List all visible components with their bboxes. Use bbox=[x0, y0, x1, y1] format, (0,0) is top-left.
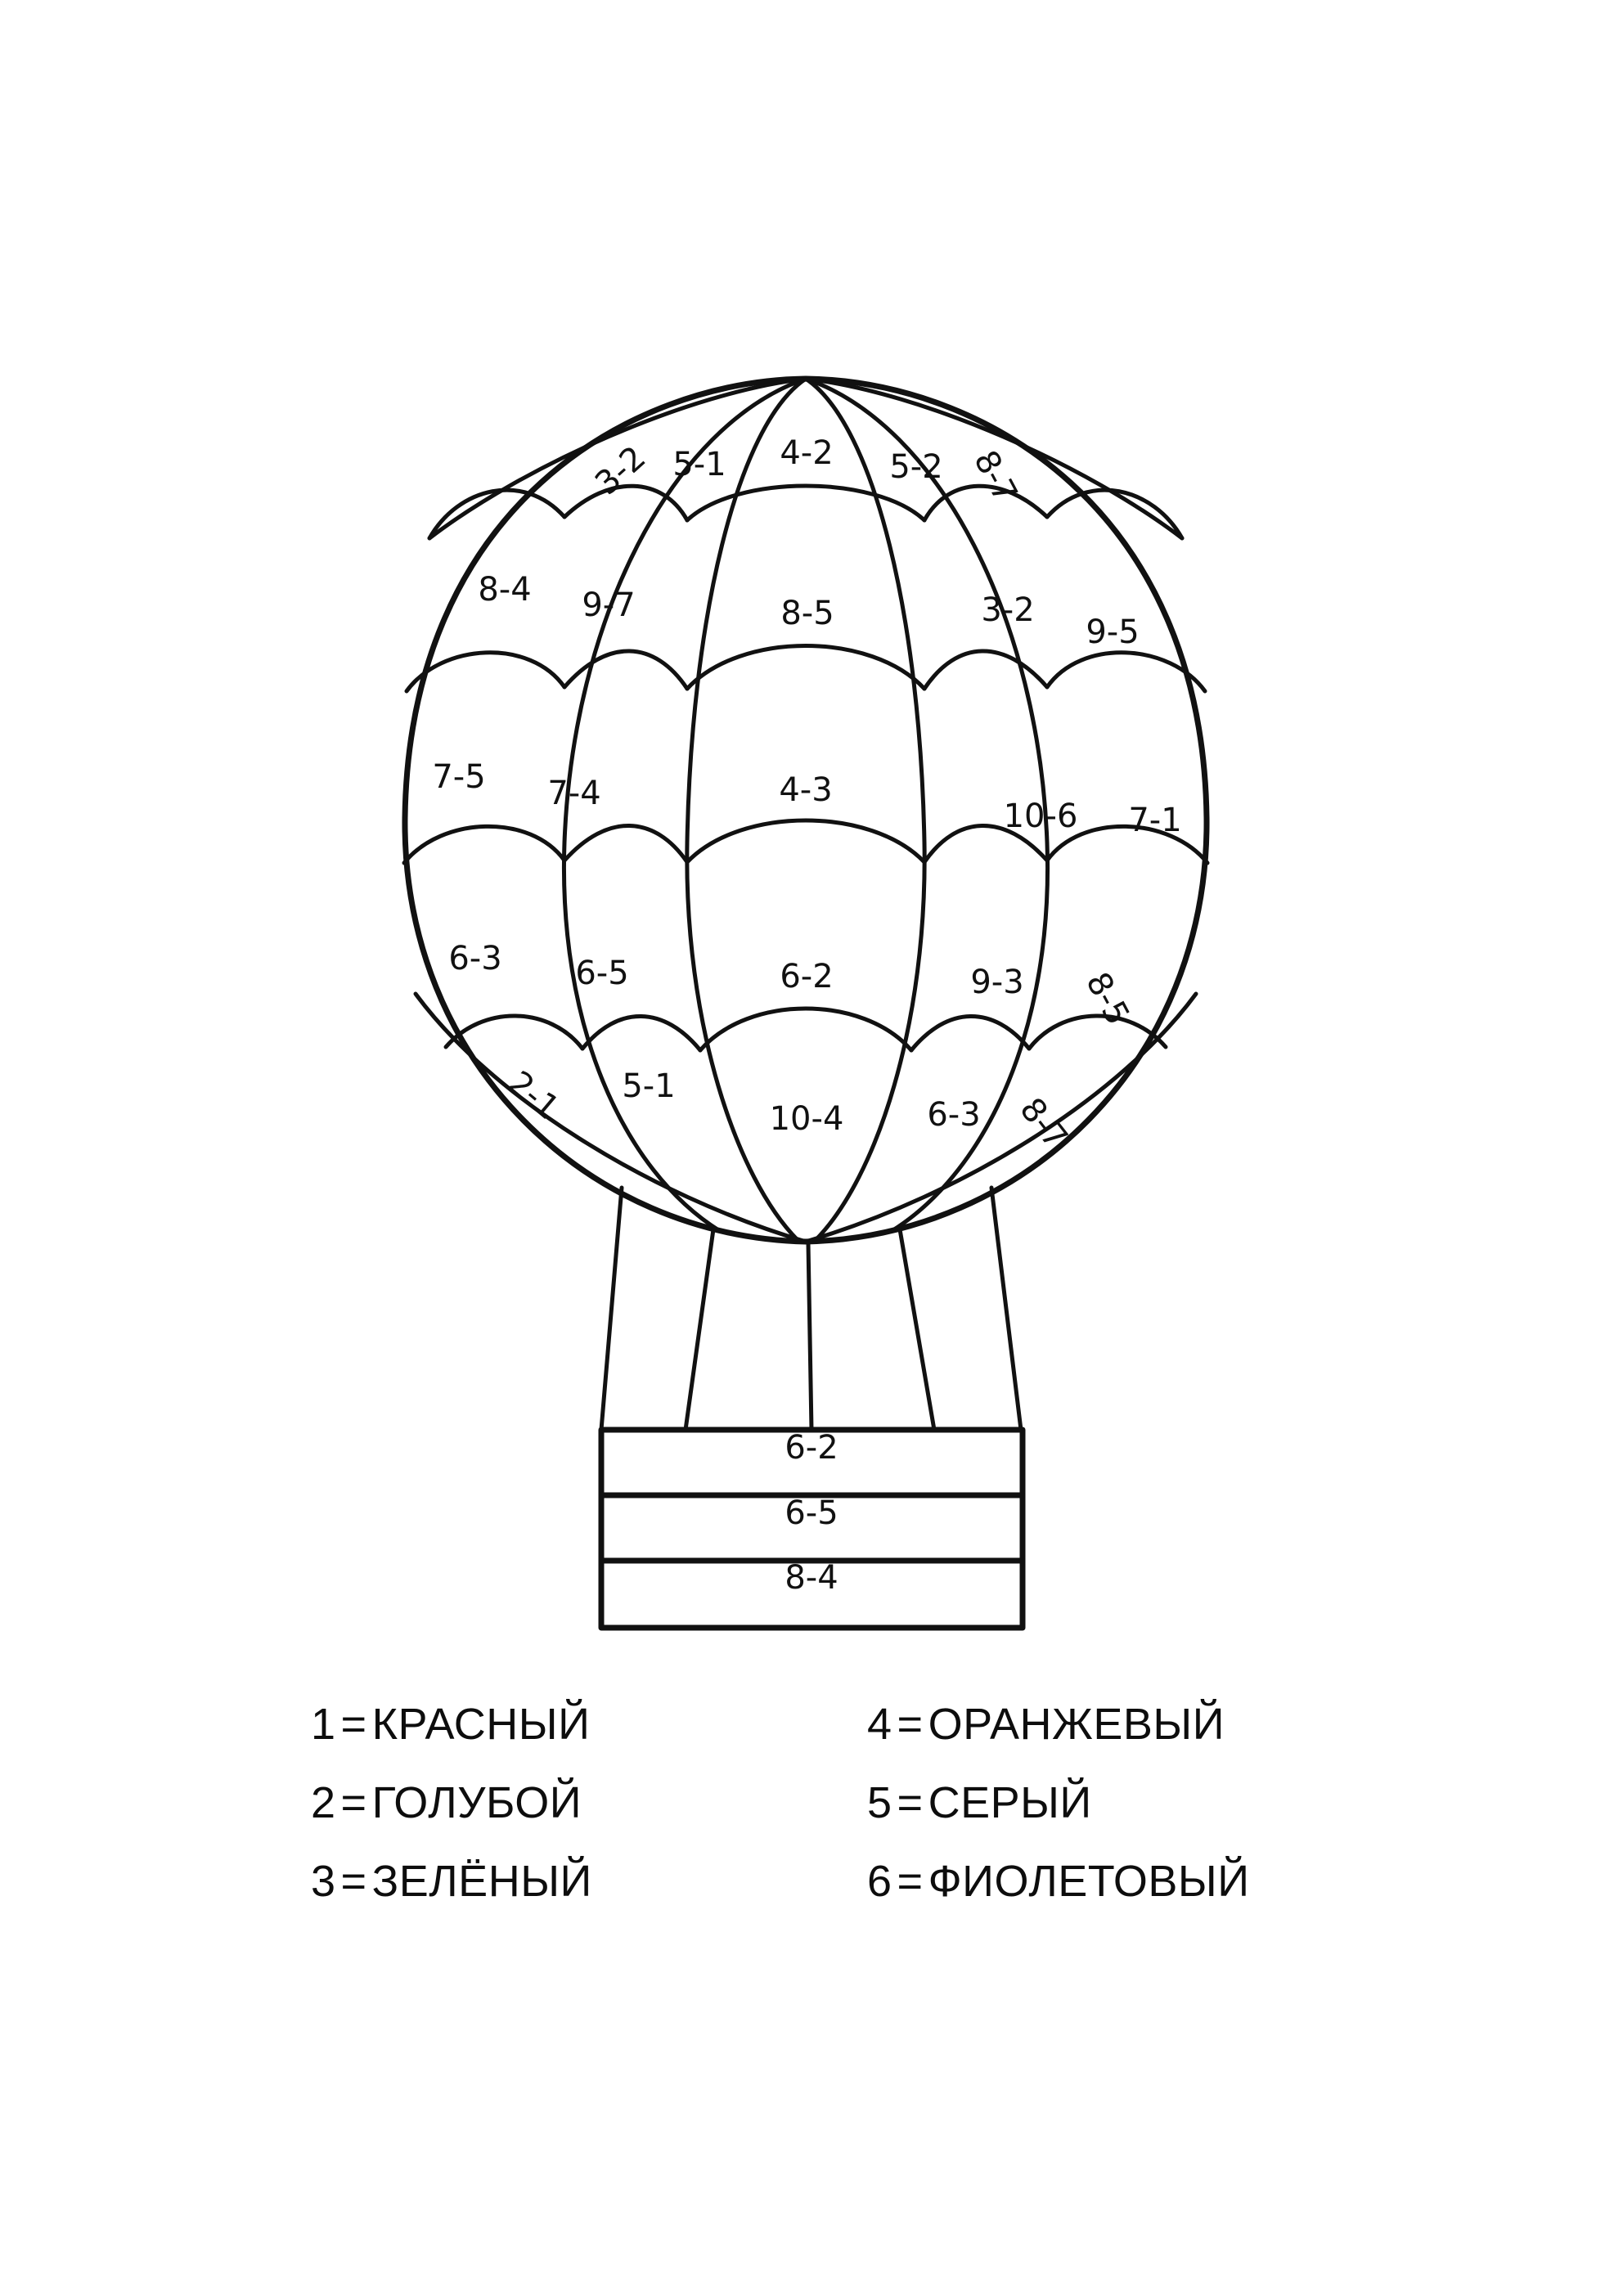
balloon-corner-seams bbox=[427, 376, 1185, 541]
legend-equals-sign: = bbox=[340, 1700, 367, 1749]
balloon-cell-r2c2: 9-7 bbox=[582, 586, 635, 624]
balloon-cell-r5c3: 10-4 bbox=[770, 1100, 844, 1138]
legend-item-6: 6=ФИОЛЕТОВЫЙ bbox=[867, 1856, 1342, 1907]
basket-cell-b2: 6-5 bbox=[785, 1494, 838, 1532]
balloon-cell-r5c1: 2-1 bbox=[501, 1064, 566, 1127]
balloon-cell-r1c4: 5-2 bbox=[889, 448, 942, 486]
balloon-cell-r3c5: 7-1 bbox=[1128, 802, 1181, 839]
balloon-cell-r4c4: 9-3 bbox=[970, 964, 1023, 1001]
legend-equals-sign: = bbox=[897, 1778, 924, 1827]
basket-cell-b3: 8-4 bbox=[785, 1559, 838, 1597]
legend-color-name: КРАСНЫЙ bbox=[371, 1700, 591, 1749]
legend-color-name: ОРАНЖЕВЫЙ bbox=[928, 1700, 1225, 1749]
balloon-gore-seams bbox=[561, 376, 1050, 1242]
legend-number: 4 bbox=[867, 1700, 892, 1749]
legend-number: 3 bbox=[311, 1857, 336, 1906]
legend-item-4: 4=ОРАНЖЕВЫЙ bbox=[867, 1699, 1342, 1750]
balloon-cell-r5c2: 5-1 bbox=[622, 1067, 675, 1105]
legend-equals-sign: = bbox=[340, 1857, 367, 1906]
legend-item-3: 3=ЗЕЛЁНЫЙ bbox=[311, 1856, 785, 1907]
balloon-cell-r1c3: 4-2 bbox=[780, 434, 833, 472]
basket-box bbox=[598, 1427, 1026, 1631]
balloon-ropes bbox=[599, 1185, 1023, 1432]
legend-color-name: ГОЛУБОЙ bbox=[371, 1778, 582, 1827]
balloon-cell-r2c3: 8-5 bbox=[780, 595, 834, 632]
legend-color-name: СЕРЫЙ bbox=[928, 1778, 1092, 1827]
legend-color-name: ЗЕЛЁНЫЙ bbox=[371, 1857, 592, 1906]
balloon-bottom-corner-seams bbox=[413, 991, 1198, 1244]
balloon-cell-r2c4: 3-2 bbox=[981, 591, 1034, 629]
balloon-cell-r1c5: 8-7 bbox=[966, 444, 1024, 509]
legend-number: 2 bbox=[311, 1778, 336, 1827]
legend-number: 5 bbox=[867, 1778, 892, 1827]
legend-item-1: 1=КРАСНЫЙ bbox=[311, 1699, 785, 1750]
balloon-cell-r3c2: 7-4 bbox=[547, 775, 600, 812]
legend-number: 1 bbox=[311, 1700, 336, 1749]
legend-item-5: 5=СЕРЫЙ bbox=[867, 1777, 1342, 1828]
basket-cell-b1: 6-2 bbox=[785, 1429, 838, 1467]
balloon-cell-r4c3: 6-2 bbox=[780, 958, 833, 995]
legend-color-name: ФИОЛЕТОВЫЙ bbox=[928, 1857, 1250, 1906]
balloon-band-arcs bbox=[402, 483, 1210, 1053]
legend-number: 6 bbox=[867, 1857, 892, 1906]
balloon-cell-r3c3: 4-3 bbox=[779, 771, 832, 809]
balloon-cell-r5c4: 6-3 bbox=[927, 1096, 980, 1134]
balloon-cell-r4c1: 6-3 bbox=[448, 940, 501, 977]
balloon-cell-r2c5: 9-5 bbox=[1086, 613, 1139, 651]
legend-item-2: 2=ГОЛУБОЙ bbox=[311, 1777, 785, 1828]
balloon-cell-r1c2: 5-1 bbox=[672, 446, 726, 483]
balloon-cell-r3c4: 10-6 bbox=[1004, 798, 1078, 835]
legend-equals-sign: = bbox=[340, 1778, 367, 1827]
balloon-cell-r4c2: 6-5 bbox=[575, 955, 628, 992]
legend-equals-sign: = bbox=[897, 1700, 924, 1749]
balloon-cell-r2c1: 8-4 bbox=[478, 571, 531, 609]
legend-equals-sign: = bbox=[897, 1857, 924, 1906]
balloon-cell-r3c1: 7-5 bbox=[432, 758, 485, 796]
